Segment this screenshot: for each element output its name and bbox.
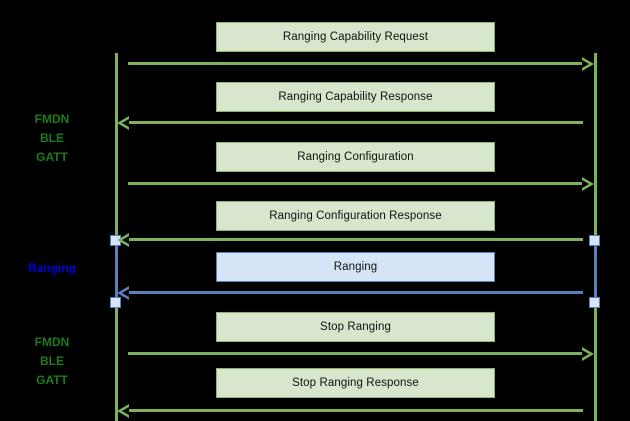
message-label-ranging-configuration: Ranging Configuration <box>297 151 414 163</box>
message-arrow-ranging-configuration[interactable] <box>128 176 594 191</box>
phase-fmdn-top-line-0: FMDN <box>34 112 70 126</box>
message-arrow-ranging-configuration-response[interactable] <box>117 232 583 247</box>
arrow-head-right-icon <box>582 346 594 361</box>
arrow-head-left-icon <box>117 403 129 418</box>
arrow-head-right-icon <box>582 56 594 71</box>
message-label-stop-ranging: Stop Ranging <box>320 321 391 333</box>
phase-ranging-line-0: Ranging <box>28 261 76 275</box>
message-box-ranging[interactable]: Ranging <box>216 252 495 282</box>
message-box-ranging-configuration-response[interactable]: Ranging Configuration Response <box>216 201 495 231</box>
phase-fmdn-bottom: FMDN BLE GATT <box>0 333 104 390</box>
message-box-ranging-configuration[interactable]: Ranging Configuration <box>216 142 495 172</box>
message-arrow-stop-ranging[interactable] <box>128 346 594 361</box>
message-box-stop-ranging[interactable]: Stop Ranging <box>216 312 495 342</box>
message-label-ranging: Ranging <box>333 261 378 273</box>
right-activation-bar <box>594 240 597 303</box>
left-activation-node-end <box>110 297 121 308</box>
message-arrow-ranging-capability-request[interactable] <box>128 56 594 71</box>
phase-fmdn-top: FMDN BLE GATT <box>0 110 104 167</box>
message-label-ranging-capability-response: Ranging Capability Response <box>278 91 433 103</box>
message-label-ranging-configuration-response: Ranging Configuration Response <box>269 210 442 222</box>
phase-fmdn-bottom-line-0: FMDN <box>34 335 70 349</box>
phase-fmdn-top-line-1: BLE <box>40 131 64 145</box>
message-arrow-ranging[interactable] <box>117 285 583 300</box>
arrow-head-left-icon <box>117 285 129 300</box>
message-label-ranging-capability-request: Ranging Capability Request <box>282 31 429 43</box>
message-box-stop-ranging-response[interactable]: Stop Ranging Response <box>216 368 495 398</box>
phase-fmdn-bottom-line-2: GATT <box>36 373 68 387</box>
message-arrow-ranging-capability-response[interactable] <box>117 115 583 130</box>
phase-fmdn-bottom-line-1: BLE <box>40 354 64 368</box>
phase-fmdn-top-line-2: GATT <box>36 150 68 164</box>
phase-ranging: Ranging <box>0 259 104 278</box>
arrow-head-left-icon <box>117 232 129 247</box>
arrow-head-left-icon <box>117 115 129 130</box>
message-arrow-stop-ranging-response[interactable] <box>117 403 583 418</box>
right-activation-node-end <box>589 297 600 308</box>
message-box-ranging-capability-response[interactable]: Ranging Capability Response <box>216 82 495 112</box>
left-activation-bar <box>115 240 118 303</box>
message-box-ranging-capability-request[interactable]: Ranging Capability Request <box>216 22 495 52</box>
right-activation-node-start <box>589 235 600 246</box>
message-label-stop-ranging-response: Stop Ranging Response <box>292 377 419 389</box>
arrow-head-right-icon <box>582 176 594 191</box>
